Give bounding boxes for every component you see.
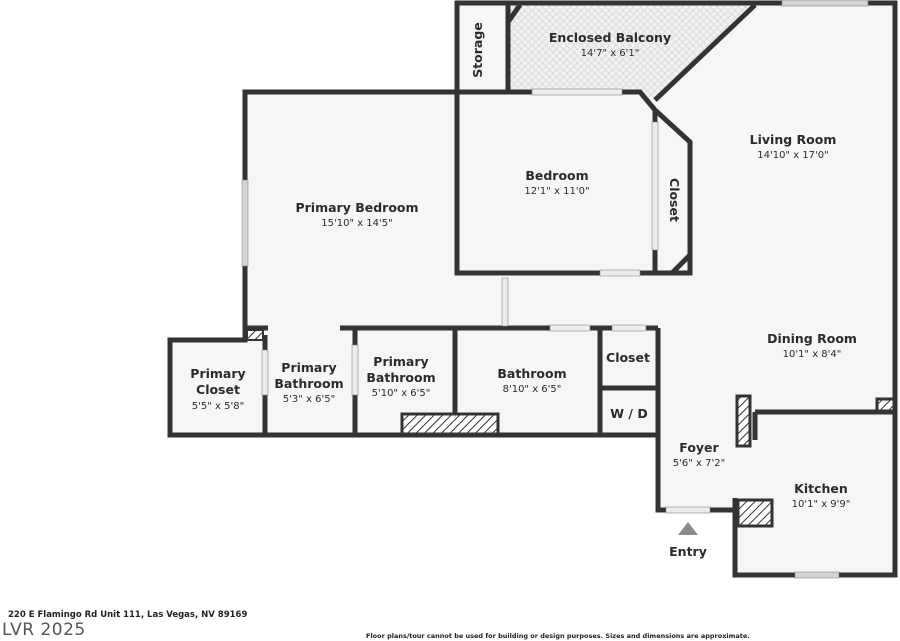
dim-primary-bathroom-1: 5'3" x 6'5" — [283, 394, 335, 405]
dim-primary-bedroom: 15'10" x 14'5" — [321, 218, 393, 229]
dim-dining-room: 10'1" x 8'4" — [783, 349, 842, 360]
label-primary-bedroom: Primary Bedroom — [295, 200, 418, 215]
label-balcony: Enclosed Balcony — [549, 30, 671, 45]
label-primary-closet-line2: Closet — [196, 382, 240, 397]
watermark: LVR 2025 — [2, 620, 86, 640]
label-primary-bathroom-1-line1: Primary — [281, 360, 336, 375]
label-living-room: Living Room — [750, 132, 837, 147]
label-dining-room: Dining Room — [767, 331, 857, 346]
dim-bedroom: 12'1" x 11'0" — [524, 186, 589, 197]
dim-kitchen: 10'1" x 9'9" — [792, 499, 851, 510]
label-washer-dryer: W / D — [610, 406, 647, 421]
windows — [241, 0, 869, 579]
label-bedroom: Bedroom — [525, 168, 588, 183]
label-foyer: Foyer — [679, 440, 719, 455]
dim-primary-bathroom-2: 5'10" x 6'5" — [372, 388, 431, 399]
label-primary-bathroom-1-line2: Bathroom — [274, 376, 343, 391]
dim-bathroom: 8'10" x 6'5" — [503, 384, 562, 395]
dim-living-room: 14'10" x 17'0" — [757, 150, 829, 161]
label-bathroom: Bathroom — [497, 366, 566, 381]
label-hall-closet: Closet — [606, 350, 650, 365]
disclaimer: Floor plans/tour cannot be used for buil… — [366, 632, 750, 640]
dim-primary-closet: 5'5" x 5'8" — [192, 401, 244, 412]
dim-foyer: 5'6" x 7'2" — [673, 458, 725, 469]
label-primary-bathroom-2-line1: Primary — [373, 354, 428, 369]
label-kitchen: Kitchen — [794, 481, 848, 496]
label-primary-bathroom-2-line2: Bathroom — [366, 370, 435, 385]
dim-balcony: 14'7" x 6'1" — [581, 48, 640, 59]
hatched-fixtures — [246, 329, 896, 528]
property-address: 220 E Flamingo Rd Unit 111, Las Vegas, N… — [8, 610, 248, 620]
label-bedroom-closet: Closet — [667, 178, 682, 222]
balcony-tile-floor — [508, 5, 755, 100]
floor-fills — [170, 3, 895, 575]
entry-arrow-icon — [678, 522, 698, 535]
label-entry: Entry — [669, 544, 707, 559]
label-storage: Storage — [470, 22, 485, 78]
label-primary-closet-line1: Primary — [190, 366, 245, 381]
